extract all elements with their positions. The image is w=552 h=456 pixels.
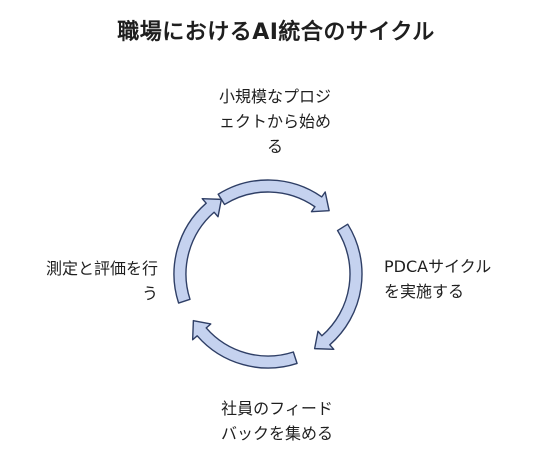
arrow-right-to-bottom [313, 223, 363, 351]
step-label-line: 小規模なプロジ [218, 87, 331, 106]
step-measure-evaluate: 測定と評価を行 う [8, 256, 158, 306]
step-label-line: バックを集める [220, 424, 333, 443]
diagram-title: 職場におけるAI統合のサイクル [117, 20, 435, 45]
arrow-bottom-to-left [191, 319, 298, 369]
step-label-line: を実施する [384, 282, 465, 301]
step-label-line: 測定と評価を行 [45, 259, 158, 278]
step-pdca-cycle: PDCAサイクル を実施する [384, 254, 534, 304]
step-employee-feedback: 社員のフィード バックを集める [192, 396, 362, 446]
step-label-line: 社員のフィード [221, 399, 333, 418]
step-label-line: ェクトから始め [218, 112, 331, 131]
arrow-top-to-right [217, 179, 330, 213]
step-start-small-projects: 小規模なプロジ ェクトから始め る [190, 84, 360, 159]
step-label-line: PDCAサイクル [384, 257, 492, 276]
step-label-line: う [141, 284, 158, 303]
step-label-line: る [266, 137, 283, 156]
arrow-left-to-top [173, 197, 223, 304]
